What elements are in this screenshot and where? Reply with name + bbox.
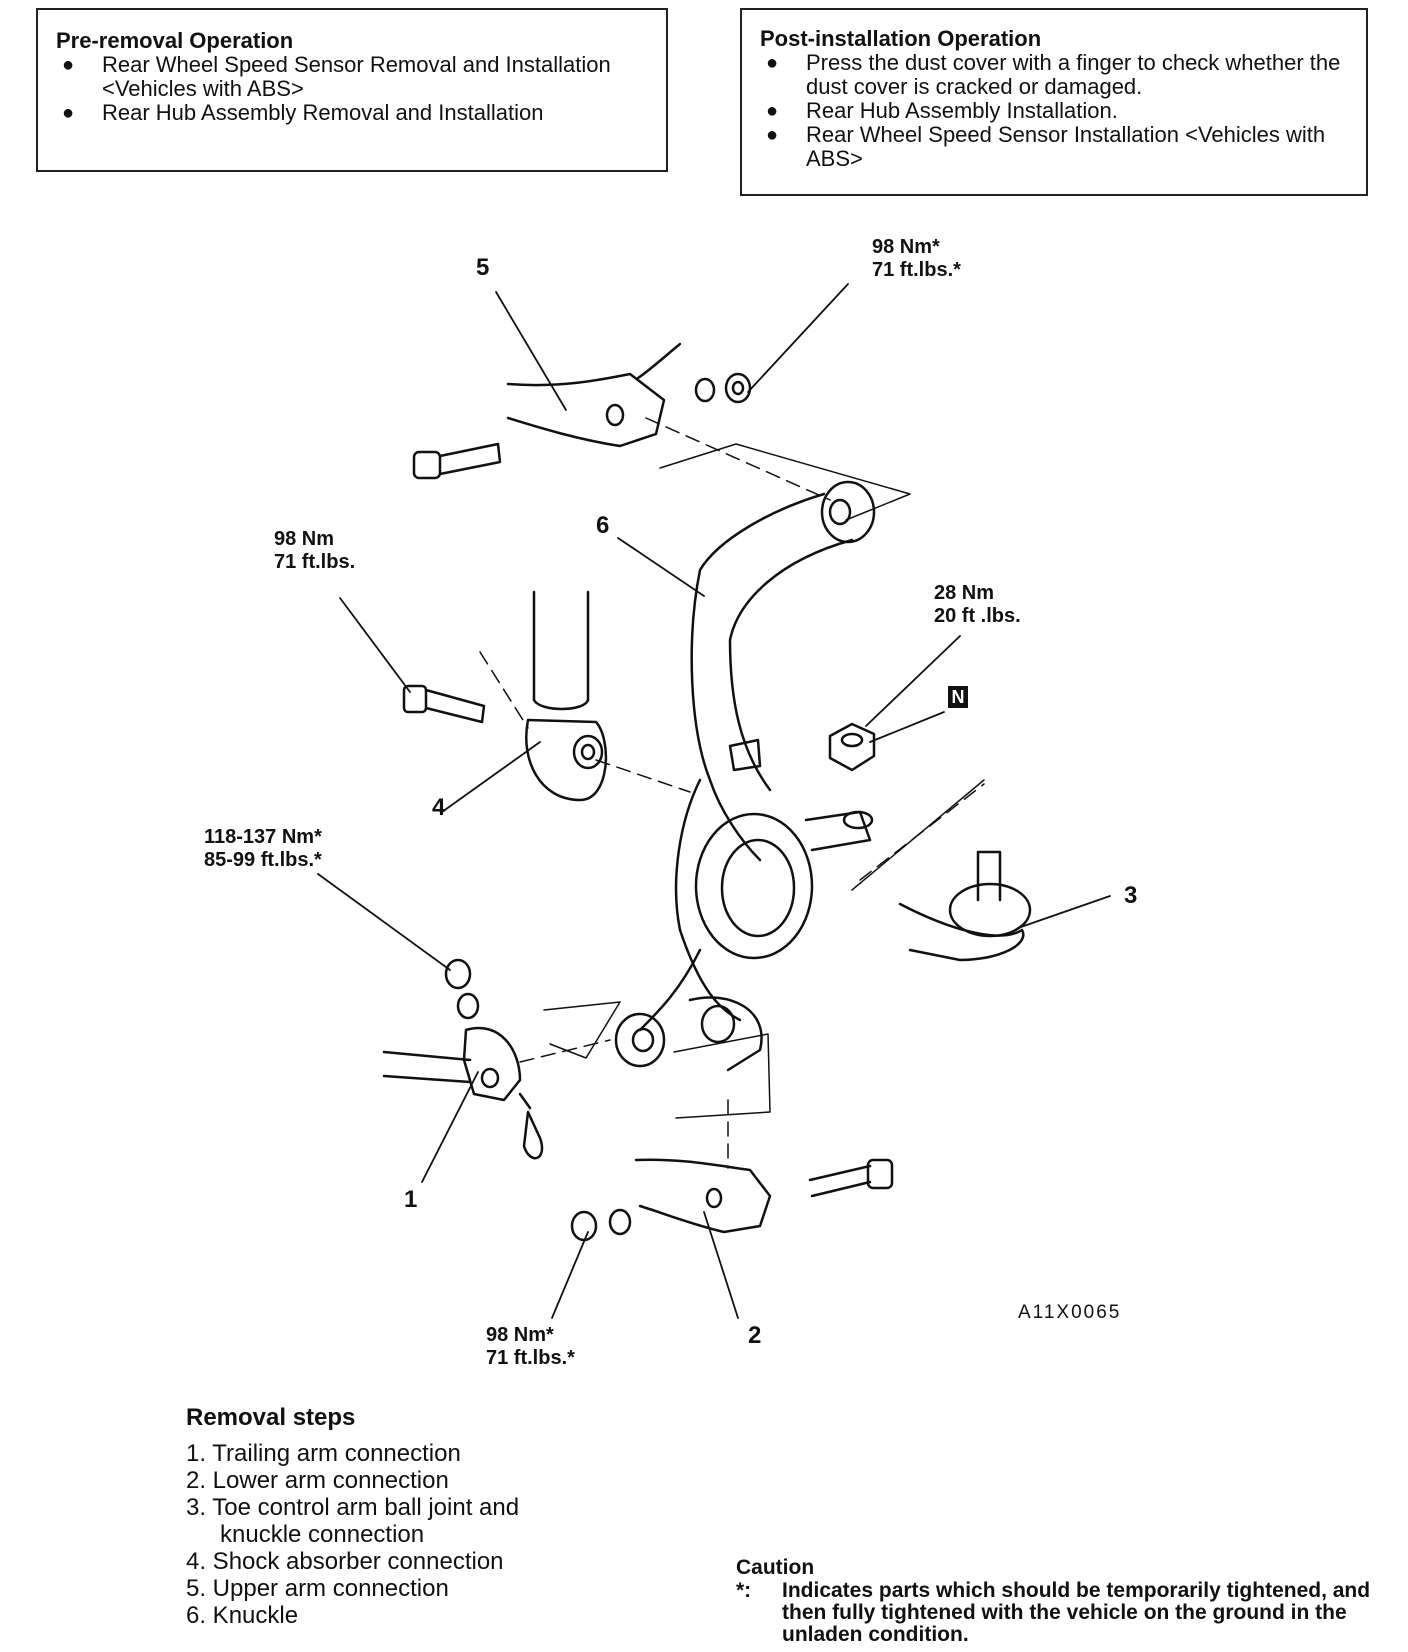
bullet-icon: ●: [766, 100, 779, 122]
knuckle-body: [614, 480, 876, 1072]
construction-lines: [543, 443, 985, 1119]
bullet-icon: ●: [766, 124, 779, 146]
removal-step: 5. Upper arm connection: [186, 1575, 449, 1602]
figure-code: A11X0065: [1018, 1302, 1122, 1323]
assembly-dash-lines: [479, 417, 985, 1169]
removal-step: 3. Toe control arm ball joint and: [186, 1494, 520, 1521]
pre-removal-box: Pre-removal Operation ●Rear Wheel Speed …: [36, 8, 668, 172]
post-installation-item: ●Rear Wheel Speed Sensor Installation <V…: [766, 122, 1326, 171]
upper-bolt: [412, 442, 502, 480]
shock-absorber: [525, 590, 608, 802]
callout-1: 1: [404, 1186, 418, 1213]
removal-step: knuckle connection: [220, 1521, 425, 1548]
trailing-arm-end: [382, 958, 544, 1160]
callout-3: 3: [1124, 882, 1138, 909]
removal-steps: Removal steps 1. Trailing arm connection…: [186, 1404, 519, 1629]
pre-removal-title: Pre-removal Operation: [56, 28, 294, 53]
callout-5: 5: [476, 254, 490, 281]
leader-lines: [317, 283, 1111, 1319]
pre-removal-item: ●Rear Wheel Speed Sensor Removal and Ins…: [62, 52, 611, 101]
torque-label-trailing-nut: 118-137 Nm*85-99 ft.lbs.*: [204, 826, 322, 871]
bullet-icon: ●: [62, 54, 75, 76]
post-installation-item: ●Rear Hub Assembly Installation.: [766, 98, 1118, 123]
shock-bolt: [402, 684, 486, 724]
bullet-icon: ●: [766, 52, 779, 74]
removal-step: 1. Trailing arm connection: [186, 1440, 461, 1467]
pre-removal-item: ●Rear Hub Assembly Removal and Installat…: [62, 100, 544, 125]
caution-mark: *:: [736, 1579, 752, 1602]
post-installation-item: ●Press the dust cover with a finger to c…: [766, 50, 1341, 99]
lower-arm-end: [570, 1158, 894, 1242]
post-installation-title: Post-installation Operation: [760, 26, 1042, 51]
removal-step: 4. Shock absorber connection: [186, 1548, 504, 1575]
caution-title: Caution: [736, 1556, 815, 1579]
removal-step: 2. Lower arm connection: [186, 1467, 449, 1494]
torque-label-lower-nut: 98 Nm*71 ft.lbs.*: [486, 1324, 575, 1369]
callout-4: 4: [432, 794, 446, 821]
callout-2: 2: [748, 1322, 762, 1349]
removal-step: 6. Knuckle: [186, 1602, 299, 1629]
callout-6: 6: [596, 512, 610, 539]
post-installation-box: Post-installation Operation ●Press the d…: [740, 8, 1368, 196]
caution-text: Indicates parts which should be temporar…: [782, 1579, 1371, 1646]
torque-label-upper-nut: 98 Nm*71 ft.lbs.*: [872, 236, 961, 281]
removal-steps-title: Removal steps: [186, 1404, 356, 1431]
new-part-mark-icon: N: [948, 686, 968, 708]
upper-arm-end: [506, 342, 752, 448]
caution-note: Caution *: Indicates parts which should …: [736, 1556, 1408, 1646]
ball-joint: [828, 722, 1032, 962]
bullet-icon: ●: [62, 102, 75, 124]
